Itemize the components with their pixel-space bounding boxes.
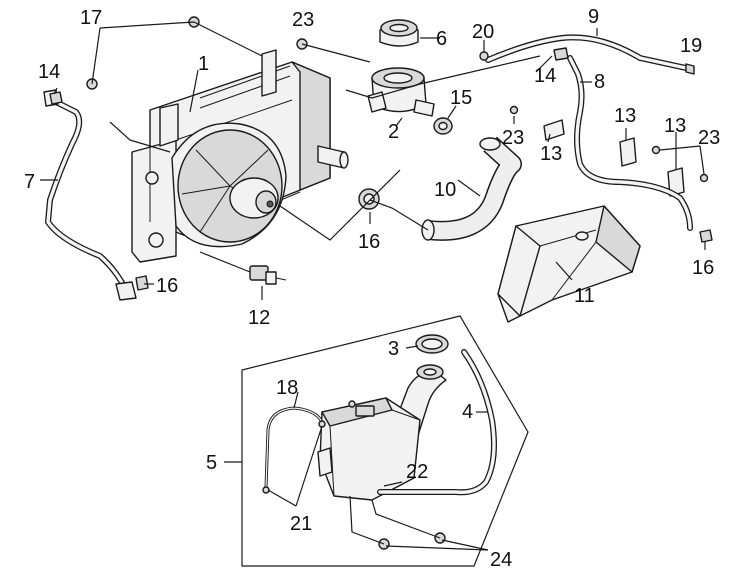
callout-16-b: 16 <box>358 231 380 253</box>
callout-6: 6 <box>436 28 447 50</box>
cap-19 <box>685 63 695 75</box>
bolt-23-mid <box>509 105 519 115</box>
hose-clamp-16-middle <box>358 188 380 210</box>
bracket-13-a <box>543 119 565 141</box>
breather-tube-7 <box>43 89 137 301</box>
callout-2: 2 <box>388 121 399 143</box>
thermostat-housing <box>367 67 435 117</box>
clamp-16-left <box>135 275 149 291</box>
bolt-23-right-b <box>699 173 709 183</box>
breather-tube-18 <box>262 406 326 494</box>
bracket-13-b <box>619 137 637 167</box>
callout-13-b: 13 <box>614 105 636 127</box>
reservoir-group-outline <box>224 315 529 567</box>
callout-20: 20 <box>472 21 494 43</box>
leader-lines-reservoir <box>267 345 489 551</box>
callout-14-b: 14 <box>534 65 556 87</box>
callout-19: 19 <box>680 35 702 57</box>
callout-12: 12 <box>248 307 270 329</box>
callout-16-c: 16 <box>692 257 714 279</box>
bolt-23-right-a <box>651 145 661 155</box>
callout-1: 1 <box>198 53 209 75</box>
callout-5: 5 <box>206 452 217 474</box>
hose-clamp-15 <box>433 117 453 135</box>
callout-10: 10 <box>434 179 456 201</box>
callout-24: 24 <box>490 549 512 571</box>
reservoir-hose-4 <box>377 349 497 496</box>
overflow-tube-9 <box>485 34 689 71</box>
callout-13-c: 13 <box>664 115 686 137</box>
callout-17: 17 <box>80 7 102 29</box>
callout-18: 18 <box>276 377 298 399</box>
callout-21: 21 <box>290 513 312 535</box>
callout-16-a: 16 <box>156 275 178 297</box>
leader-lines-upper <box>40 21 706 300</box>
air-guide-duct <box>497 205 641 323</box>
callout-14-a: 14 <box>38 61 60 83</box>
bolts-24 <box>349 495 446 550</box>
callout-4: 4 <box>462 401 473 423</box>
clamp-16-right <box>699 229 713 243</box>
coolant-reservoir <box>317 364 447 501</box>
callout-9: 9 <box>588 6 599 28</box>
callout-22: 22 <box>406 461 428 483</box>
callout-13-a: 13 <box>540 143 562 165</box>
callout-7: 7 <box>24 171 35 193</box>
callout-15: 15 <box>450 87 472 109</box>
callout-23-a: 23 <box>292 9 314 31</box>
clamp-14-right <box>553 47 569 61</box>
clamp-14-left <box>49 91 63 105</box>
callout-11: 11 <box>574 285 595 307</box>
siphon-tube-8 <box>567 55 693 231</box>
reservoir-cap <box>415 334 449 354</box>
fan-switch <box>249 265 287 285</box>
callout-3: 3 <box>388 338 399 360</box>
cap-20 <box>479 51 489 61</box>
cooling-fan <box>171 122 287 248</box>
bracket-13-c <box>667 167 685 197</box>
callout-23-c: 23 <box>698 127 720 149</box>
callout-8: 8 <box>594 71 605 93</box>
thermostat-cover <box>379 19 419 47</box>
radiator-hose <box>421 136 522 241</box>
callout-23-b: 23 <box>502 127 524 149</box>
